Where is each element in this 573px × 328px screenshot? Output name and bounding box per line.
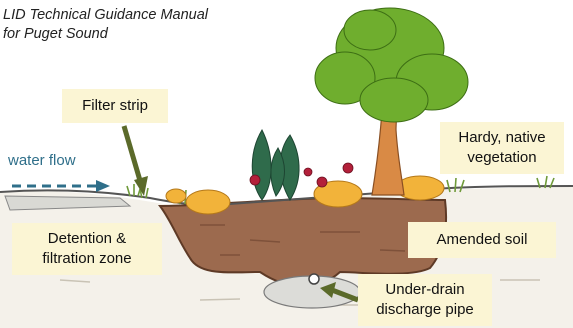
shrub-icon <box>165 175 445 215</box>
water-flow-arrow <box>12 180 110 192</box>
label-detention-zone: Detention & filtration zone <box>12 223 162 275</box>
flower-icon <box>249 162 354 188</box>
source-title-line-1: LID Technical Guidance Manual <box>3 7 209 23</box>
label-filter-strip: Filter strip <box>62 89 168 123</box>
tree-icon <box>314 7 469 123</box>
label-filter-strip-text: Filter strip <box>82 97 148 114</box>
pipe-icon <box>308 273 320 285</box>
conifer-icon <box>251 128 300 201</box>
label-hardy-vegetation-line-2: vegetation <box>467 149 537 166</box>
arrow-icon <box>121 125 359 303</box>
source-title: LID Technical Guidance Manual for Puget … <box>3 6 303 44</box>
label-detention-zone-line-2: filtration zone <box>42 250 132 267</box>
water-flow-label: water flow <box>8 152 76 169</box>
source-title-line-2: for Puget Sound <box>3 26 108 42</box>
label-detention-zone-line-1: Detention & <box>47 230 127 247</box>
label-amended-soil-text: Amended soil <box>436 231 528 248</box>
label-underdrain-pipe-line-1: Under-drain <box>385 281 465 298</box>
gravel-bed-left <box>4 195 132 211</box>
label-underdrain-pipe-line-2: discharge pipe <box>376 301 474 318</box>
label-hardy-vegetation: Hardy, native vegetation <box>440 122 564 174</box>
label-hardy-vegetation-line-1: Hardy, native <box>458 129 546 146</box>
label-underdrain-pipe: Under-drain discharge pipe <box>358 274 492 326</box>
label-amended-soil: Amended soil <box>408 222 556 258</box>
ground-surface <box>0 185 573 206</box>
soil-texture <box>200 224 406 256</box>
